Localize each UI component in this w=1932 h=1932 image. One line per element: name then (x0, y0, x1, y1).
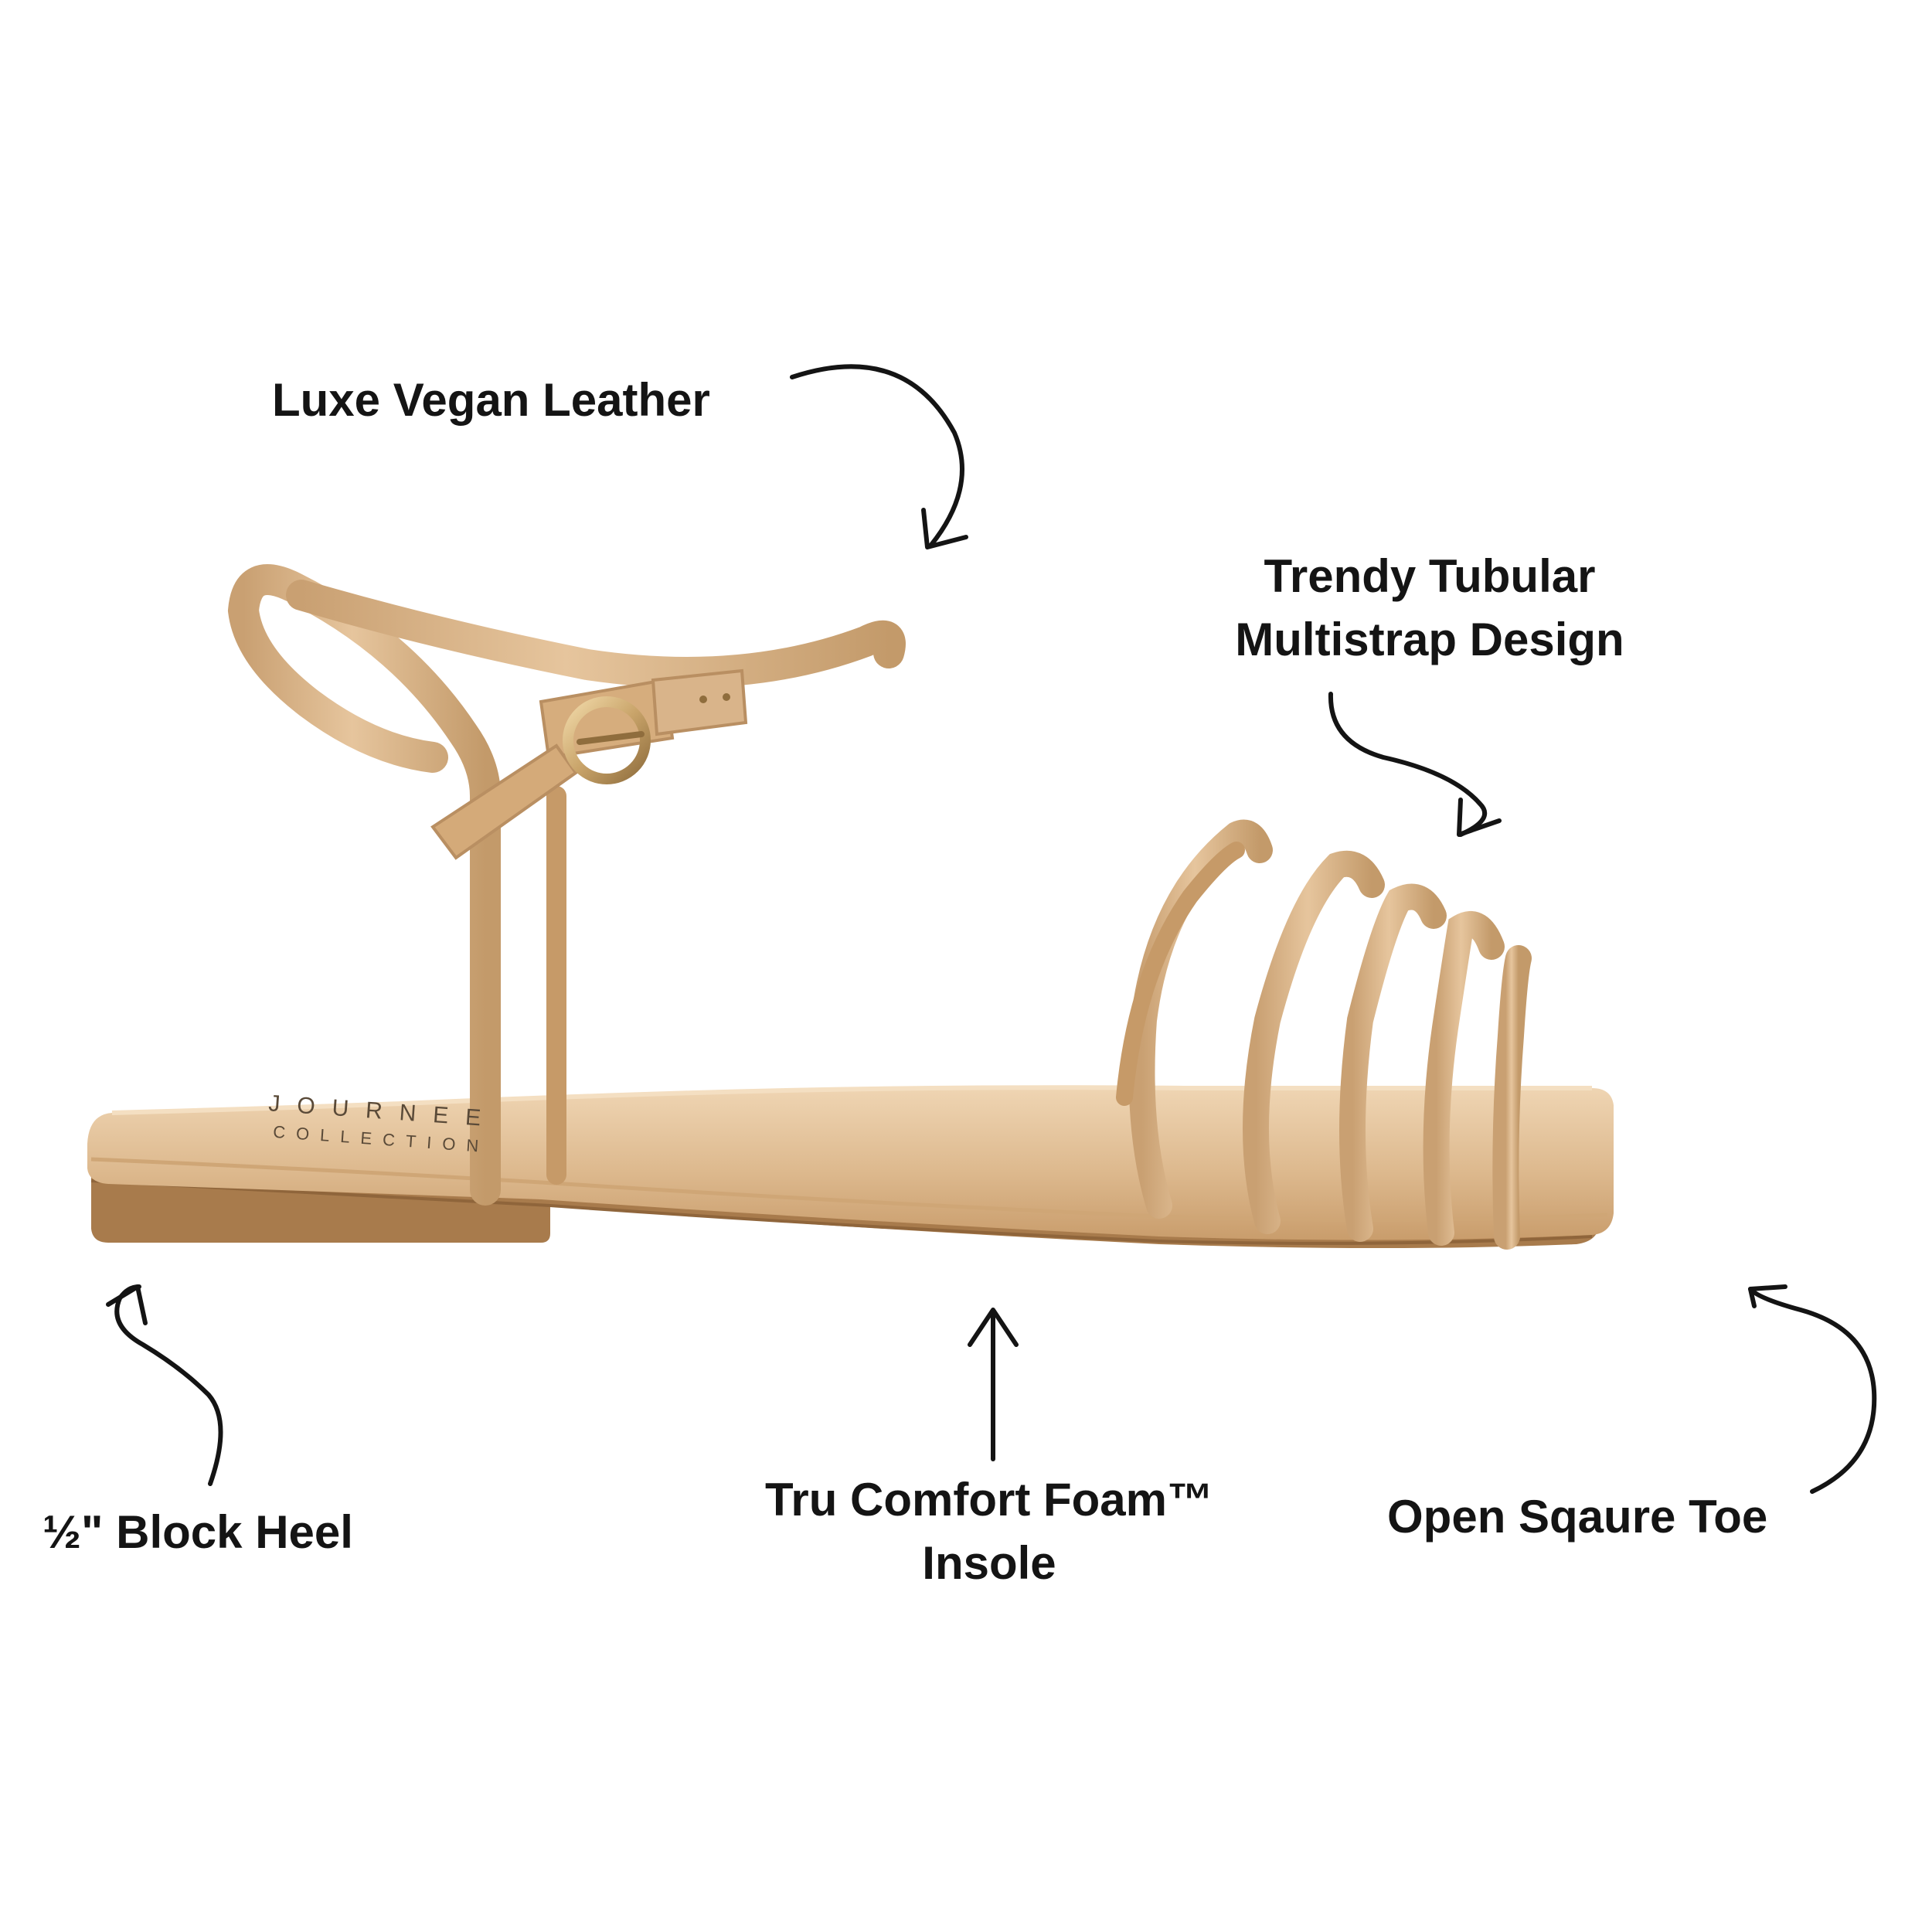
tube-strap-4 (1423, 911, 1505, 1246)
callout-square-toe: Open Sqaure Toe (1387, 1491, 1768, 1543)
tube-strap-5 (1492, 945, 1532, 1250)
tube-strap-2 (1243, 850, 1385, 1234)
callout-foam-line1: Tru Comfort Foam™ (765, 1474, 1213, 1526)
sandal: JOURNEE COLLECTION (87, 564, 1614, 1250)
callout-block-heel: ½" Block Heel (43, 1506, 353, 1558)
callout-tubular-line1: Trendy Tubular (1264, 550, 1596, 602)
buckle-tab (539, 678, 675, 760)
arrow-heel (106, 1284, 223, 1486)
strap-hole-2 (723, 693, 730, 701)
footbed-welt (90, 1157, 1608, 1223)
buckle-pin (577, 731, 645, 745)
tube-strap-inner (1116, 842, 1245, 1106)
arrow-toe (1748, 1284, 1877, 1494)
arrow-leather (790, 364, 968, 549)
tube-strap-3 (1339, 883, 1447, 1242)
arrow-tubular (1328, 692, 1502, 837)
tubular-straps (1116, 819, 1532, 1250)
footbed-top-edge (111, 1085, 1592, 1115)
callout-vegan-leather: Luxe Vegan Leather (272, 374, 710, 426)
footbed (87, 1087, 1614, 1240)
strap-hole-1 (699, 696, 707, 703)
ankle-strap-back (227, 564, 501, 1206)
callout-tubular-line2: Multistrap Design (1235, 614, 1624, 665)
strap-tongue (430, 743, 578, 860)
callout-comfort-foam: Tru Comfort Foam™ Insole (719, 1468, 1260, 1595)
ankle-strap-front (286, 580, 906, 688)
arrow-foam (968, 1308, 1019, 1461)
buckle (563, 696, 651, 784)
callout-tubular-multistrap: Trendy Tubular Multistrap Design (1175, 545, 1685, 672)
strap-tail (651, 668, 748, 736)
callout-foam-line2: Insole (922, 1537, 1056, 1589)
